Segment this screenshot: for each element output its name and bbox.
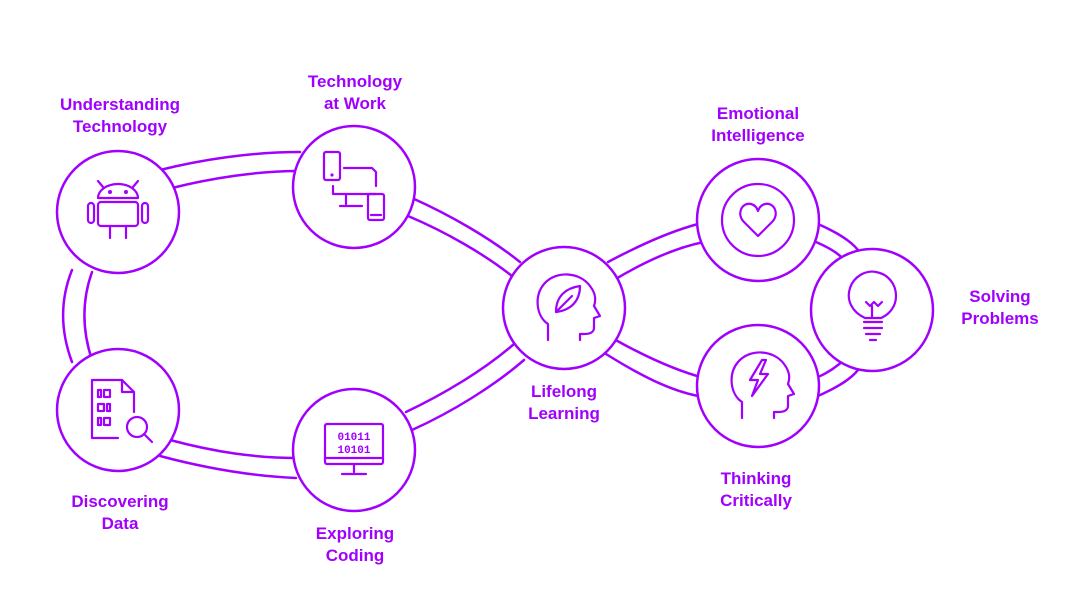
- label-line: Technology: [72, 117, 168, 136]
- android-icon: [86, 179, 150, 240]
- node-solving-problems: [809, 247, 935, 373]
- head-leaf-icon: [536, 273, 602, 342]
- node-lifelong-learning: [501, 245, 627, 371]
- binary-code-line-2: 10101: [337, 445, 370, 457]
- label-discovering-data: Discovering Data: [50, 491, 190, 535]
- label-emotional-intelligence: Emotional Intelligence: [688, 103, 828, 147]
- binary-code-line-1: 01011: [337, 432, 370, 444]
- label-line: Coding: [325, 546, 385, 565]
- node-circle: [291, 124, 417, 250]
- label-line: at Work: [323, 94, 387, 113]
- label-line: Lifelong: [530, 382, 598, 401]
- lightbulb-icon: [847, 270, 898, 342]
- head-lightning-icon: [730, 351, 796, 420]
- node-technology-at-work: [291, 124, 417, 250]
- label-line: Thinking: [720, 469, 792, 488]
- label-line: Understanding: [60, 95, 180, 114]
- node-emotional-intelligence: [695, 157, 821, 283]
- label-line: Discovering: [71, 492, 169, 511]
- label-line: Problems: [961, 309, 1039, 328]
- node-discovering-data: [55, 347, 181, 473]
- label-line: Exploring: [315, 524, 395, 543]
- label-solving-problems: Solving Problems: [945, 286, 1055, 330]
- label-line: Data: [101, 514, 139, 533]
- label-line: Learning: [528, 404, 600, 423]
- node-exploring-coding: 01011 10101: [291, 387, 417, 513]
- label-line: Emotional: [716, 104, 800, 123]
- label-exploring-coding: Exploring Coding: [290, 523, 420, 567]
- node-understanding-technology: [55, 149, 181, 275]
- label-line: Intelligence: [711, 126, 805, 145]
- node-circle: [695, 157, 821, 283]
- infinity-band: [61, 150, 860, 480]
- node-circle: [291, 387, 417, 513]
- devices-icon: [322, 150, 386, 222]
- node-circle: [55, 347, 181, 473]
- label-technology-at-work: Technology at Work: [280, 71, 430, 115]
- data-document-search-icon: [90, 378, 154, 444]
- node-circle: [501, 245, 627, 371]
- label-line: Technology: [307, 72, 403, 91]
- label-understanding-technology: Understanding Technology: [40, 94, 200, 138]
- label-line: Critically: [720, 491, 792, 510]
- node-thinking-critically: [695, 323, 821, 449]
- heart-icon: [720, 182, 796, 258]
- label-lifelong-learning: Lifelong Learning: [504, 381, 624, 425]
- label-line: Solving: [969, 287, 1031, 306]
- node-circle: [55, 149, 181, 275]
- label-thinking-critically: Thinking Critically: [696, 468, 816, 512]
- binary-monitor-icon: 01011 10101: [323, 422, 385, 476]
